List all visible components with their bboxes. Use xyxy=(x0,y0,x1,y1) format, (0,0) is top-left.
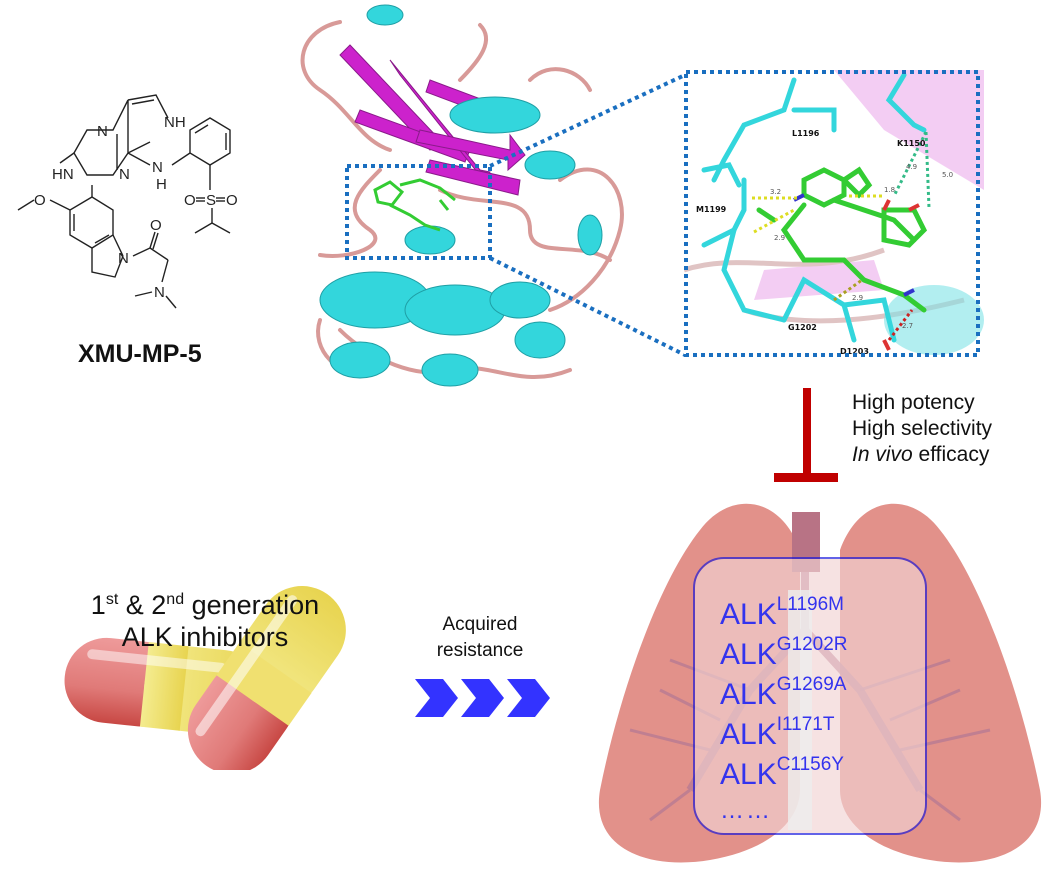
chemical-structure: NH N N HN N H O O S O N O N xyxy=(17,94,238,309)
residue-label: G1202 xyxy=(788,323,817,332)
residue-label: D1203 xyxy=(840,347,869,356)
mutation-item: ALKI1171T xyxy=(720,714,835,751)
distance-label: 5.0 xyxy=(942,171,953,179)
mutation-more: …… xyxy=(720,797,772,824)
acquired-resistance-label: Acquired resistance xyxy=(436,614,524,661)
inhibition-symbol xyxy=(774,388,838,482)
binding-site-detail: L1196 K1150 M1199 G1202 D1203 3.2 1.8 4.… xyxy=(684,70,984,360)
svg-text:S: S xyxy=(206,192,216,209)
svg-text:N: N xyxy=(152,159,163,176)
distance-label: 1.8 xyxy=(884,186,895,194)
distance-label: 2.7 xyxy=(902,322,913,330)
distance-label: 2.9 xyxy=(852,294,863,302)
residue-label: L1196 xyxy=(792,129,820,138)
mutation-item: ALKL1196M xyxy=(720,594,844,631)
mutation-item: ALKC1156Y xyxy=(720,754,844,791)
distance-label: 4.9 xyxy=(906,163,917,171)
pill-capsules-icon xyxy=(64,586,346,770)
svg-text:O: O xyxy=(150,217,162,234)
lungs-icon xyxy=(598,503,1042,863)
ligand xyxy=(373,178,456,232)
svg-text:NH: NH xyxy=(164,114,186,131)
drug-class-label: 1st & 2nd generation ALK inhibitors xyxy=(90,590,320,652)
protein-structure xyxy=(300,4,686,387)
residue-label: K1150 xyxy=(897,139,926,148)
svg-text:H: H xyxy=(156,176,167,193)
distance-label: 3.2 xyxy=(770,188,781,196)
property-list: High potency High selectivity In vivo ef… xyxy=(852,390,992,468)
svg-text:O: O xyxy=(184,192,196,209)
residue-label: M1199 xyxy=(696,205,727,214)
property-item: In vivo efficacy xyxy=(852,443,990,466)
mutation-item: ALKG1269A xyxy=(720,674,847,711)
distance-label: 2.9 xyxy=(774,234,785,242)
svg-text:N: N xyxy=(154,284,165,301)
chevron-arrows-icon xyxy=(415,679,550,717)
alpha-helices xyxy=(319,4,603,387)
property-item: High potency xyxy=(852,391,975,414)
svg-text:HN: HN xyxy=(52,166,74,183)
svg-text:N: N xyxy=(119,166,130,183)
svg-text:O: O xyxy=(34,192,46,209)
compound-name: XMU-MP-5 xyxy=(78,340,202,368)
svg-text:N: N xyxy=(97,123,108,140)
mutation-item: ALKG1202R xyxy=(720,634,848,671)
svg-text:N: N xyxy=(118,250,129,267)
svg-text:O: O xyxy=(226,192,238,209)
mutation-list: ALKL1196M ALKG1202R ALKG1269A ALKI1171T … xyxy=(720,585,848,823)
property-item: High selectivity xyxy=(852,417,993,440)
binding-site-box xyxy=(345,164,492,260)
